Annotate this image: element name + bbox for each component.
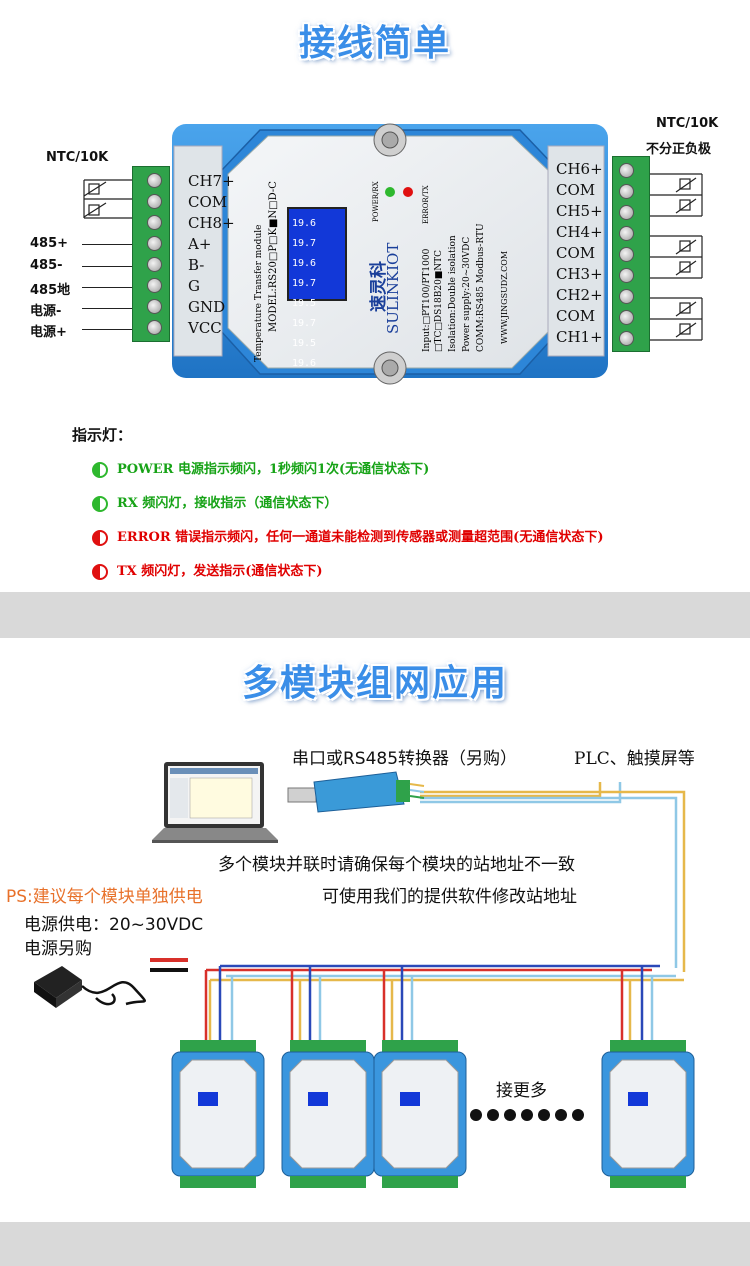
plc-label: PLC、触摸屏等 (574, 749, 695, 769)
green-led-icon (92, 495, 108, 512)
indicator-rx: RX 频闪灯，接收指示（通信状态下） (92, 492, 337, 512)
note-software: 可使用我们的提供软件修改站地址 (322, 887, 577, 907)
device-power: Power supply:20~30VDC (462, 236, 472, 352)
section-divider (0, 592, 750, 638)
left-terminal-label: VCC (188, 319, 222, 337)
lcd-value: 19.7 (292, 238, 317, 249)
device-comm: COMM:RS485 Modbus-RTU (476, 223, 486, 352)
device-isolation: Isolation:Double isolation (448, 235, 458, 352)
right-terminal-block (612, 156, 650, 352)
lcd-value: 19.5 (292, 298, 317, 309)
left-ntc-label: NTC/10K (46, 150, 109, 165)
right-terminal-label: COM (556, 244, 596, 262)
right-terminal-label: CH1+ (556, 328, 603, 346)
right-thermistor-icon (650, 173, 703, 341)
label-power-minus: 电源- (30, 304, 62, 319)
indicator-error: ERROR 错误指示频闪，任何一通道未能检测到传感器或测量超范围(无通信状态下) (92, 526, 603, 546)
left-terminal-block (132, 166, 170, 342)
device-url: WWW.JINGSUDZ.COM (500, 250, 509, 344)
label-485-plus: 485+ (30, 236, 69, 251)
left-terminal-label: CH7+ (188, 172, 235, 190)
section2-title: 多模块组网应用 (241, 663, 508, 704)
left-terminal-label: CH8+ (188, 214, 235, 232)
indicator-text: TX 频闪灯，发送指示(通信状态下) (117, 564, 323, 579)
lcd-value: 19.5 (292, 338, 317, 349)
laptop-icon (152, 762, 278, 843)
indicator-title: 指示灯： (72, 426, 133, 444)
right-terminal-label: COM (556, 307, 596, 325)
indicator-text: POWER 电源指示频闪，1秒频闪1次(无通信状态下) (117, 462, 430, 477)
device-model: MODEL:RS20□P□K■N□D-C (268, 181, 279, 332)
module-icon (373, 1040, 467, 1188)
indicator-text: ERROR 错误指示频闪，任何一通道未能检测到传感器或测量超范围(无通信状态下) (117, 530, 604, 545)
more-modules-label: 接更多 (496, 1081, 547, 1101)
power-supply-label: 电源供电：20~30VDC (24, 915, 204, 935)
device-input: Input:□PT100/PT1000 (422, 248, 432, 352)
right-terminal-label: CH3+ (556, 265, 603, 283)
left-terminal-label: B- (188, 256, 205, 274)
ps-recommendation: PS:建议每个模块单独供电 (6, 887, 203, 907)
red-led-icon (92, 563, 108, 580)
left-thermistor-icon (83, 179, 132, 219)
led1-label: POWER/RX (372, 181, 380, 222)
device-input2: □TC□DS18B20■NTC (434, 249, 444, 352)
indicator-text: RX 频闪灯，接收指示（通信状态下） (117, 496, 338, 511)
red-led-icon (92, 529, 108, 546)
lcd-value: 19.7 (292, 318, 317, 329)
right-ntc-label: NTC/10K (656, 116, 719, 131)
lcd-value: 19.6 (292, 218, 317, 229)
left-terminal-label: G (188, 277, 200, 295)
temperature-module-device: CH7+ COM CH8+ A+ B- G GND VCC CH6+ COM C… (168, 112, 612, 390)
label-485-minus: 485- (30, 258, 63, 273)
right-terminal-label: CH6+ (556, 160, 603, 178)
lcd-value: 19.7 (292, 278, 317, 289)
indicator-power: POWER 电源指示频闪，1秒频闪1次(无通信状态下) (92, 458, 429, 478)
power-adapter-icon (34, 966, 146, 1008)
led2-label: ERROR/TX (422, 185, 430, 224)
green-led-icon (92, 461, 108, 478)
no-polarity-label: 不分正负极 (646, 142, 712, 157)
label-485-gnd: 485地 (30, 283, 71, 298)
power-buy-label: 电源另购 (24, 939, 92, 959)
left-terminal-label: GND (188, 298, 226, 316)
bottom-band (0, 1222, 750, 1266)
right-terminal-label: CH4+ (556, 223, 603, 241)
right-terminal-label: CH2+ (556, 286, 603, 304)
module-icon (281, 1040, 375, 1188)
note-station-address: 多个模块并联时请确保每个模块的站地址不一致 (218, 855, 575, 875)
device-brand-en: SULINKIOT (384, 242, 402, 334)
right-terminal-label: CH5+ (556, 202, 603, 220)
module-icon (171, 1040, 265, 1188)
indicator-tx: TX 频闪灯，发送指示(通信状态下) (92, 560, 323, 580)
module-icon (601, 1040, 695, 1188)
device-header: Temperature Transfer module (254, 224, 264, 362)
right-terminal-label: COM (556, 181, 596, 199)
ellipsis-dots-icon (470, 1106, 589, 1125)
usb-converter-icon (287, 771, 425, 813)
lcd-value: 19.6 (292, 258, 317, 269)
label-power-plus: 电源+ (30, 325, 67, 340)
lcd-value: 19.6 (292, 358, 317, 369)
lcd-display: 19.6 19.7 19.6 19.7 19.5 19.7 19.5 19.6 (292, 214, 344, 374)
section1-title: 接线简单 (298, 23, 451, 64)
network-wires (150, 782, 686, 1040)
converter-label: 串口或RS485转换器（另购） (292, 749, 518, 769)
left-terminal-label: A+ (188, 235, 212, 253)
left-terminal-label: COM (188, 193, 228, 211)
